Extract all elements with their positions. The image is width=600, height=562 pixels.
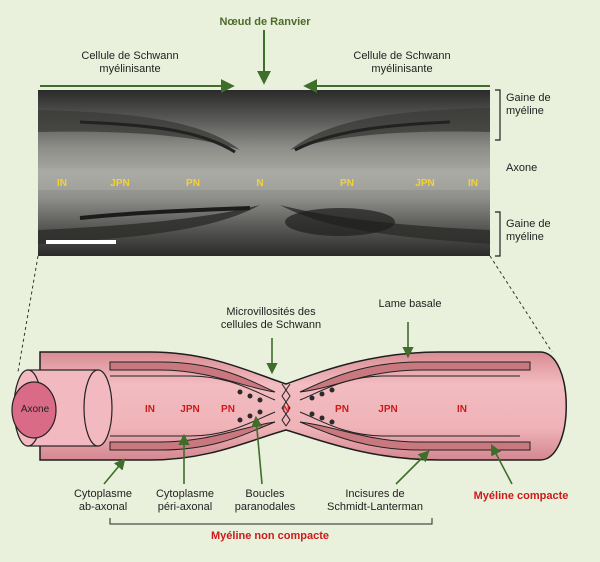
cyto-ab-arrow — [103, 458, 126, 485]
micro-tag-in-left: IN — [57, 178, 67, 189]
compact-myelin-label: Myéline compacte — [473, 490, 569, 502]
cyto-ab-label: Cytoplasme ab-axonal — [73, 488, 133, 513]
axon-cross-section — [11, 381, 57, 439]
micro-tag-pn-left: PN — [186, 178, 200, 189]
right-brackets — [495, 89, 501, 257]
compact-arrow — [490, 444, 513, 485]
micro-tag-jpn-right: JPN — [415, 178, 434, 189]
noncompact-myelin-label: Myéline non compacte — [211, 530, 329, 542]
micro-tag-in-right: IN — [468, 178, 478, 189]
incisures-arrow — [395, 450, 430, 485]
right-schwann-label: Cellule de Schwann myélinisante — [353, 50, 451, 75]
axone-end-label: Axone — [20, 404, 50, 415]
incisures-label: Incisures de Schmidt-Lanterman — [327, 488, 423, 513]
dia-tag-jpn-left: JPN — [180, 404, 199, 415]
cyto-peri-label: Cytoplasme péri-axonal — [155, 488, 215, 513]
scale-bar — [46, 240, 116, 244]
dia-tag-pn-left: PN — [221, 404, 235, 415]
dia-tag-in-right: IN — [457, 404, 467, 415]
dia-tag-jpn-right: JPN — [378, 404, 397, 415]
noncompact-bracket — [109, 518, 433, 525]
micro-tag-n: N — [256, 178, 263, 189]
dia-tag-in-left: IN — [145, 404, 155, 415]
zoom-connector-right — [489, 255, 553, 353]
node-title: Nœud de Ranvier — [219, 16, 311, 28]
dia-tag-n: N — [282, 404, 289, 415]
axon-label: Axone — [506, 162, 538, 174]
micro-region-tags: IN JPN PN N PN JPN IN — [57, 178, 478, 189]
boucles-label: Boucles paranodales — [234, 488, 296, 513]
left-schwann-label: Cellule de Schwann myélinisante — [81, 50, 179, 75]
fiber-schematic — [11, 351, 567, 461]
micro-tag-pn-right: PN — [340, 178, 354, 189]
zoom-connector-left — [17, 255, 39, 373]
sheath-top-label: Gaine de myéline — [506, 92, 551, 117]
electron-micrograph — [38, 90, 490, 256]
dia-tag-pn-right: PN — [335, 404, 349, 415]
micro-tag-jpn-left: JPN — [110, 178, 129, 189]
basal-lamina-label: Lame basale — [378, 298, 442, 310]
microvilli-label: Microvillosités des cellules de Schwann — [220, 306, 322, 331]
boucles-arrow — [251, 415, 263, 485]
schematic-region-tags: IN JPN PN N PN JPN IN — [145, 404, 467, 415]
sheath-bottom-label: Gaine de myéline — [506, 218, 551, 243]
